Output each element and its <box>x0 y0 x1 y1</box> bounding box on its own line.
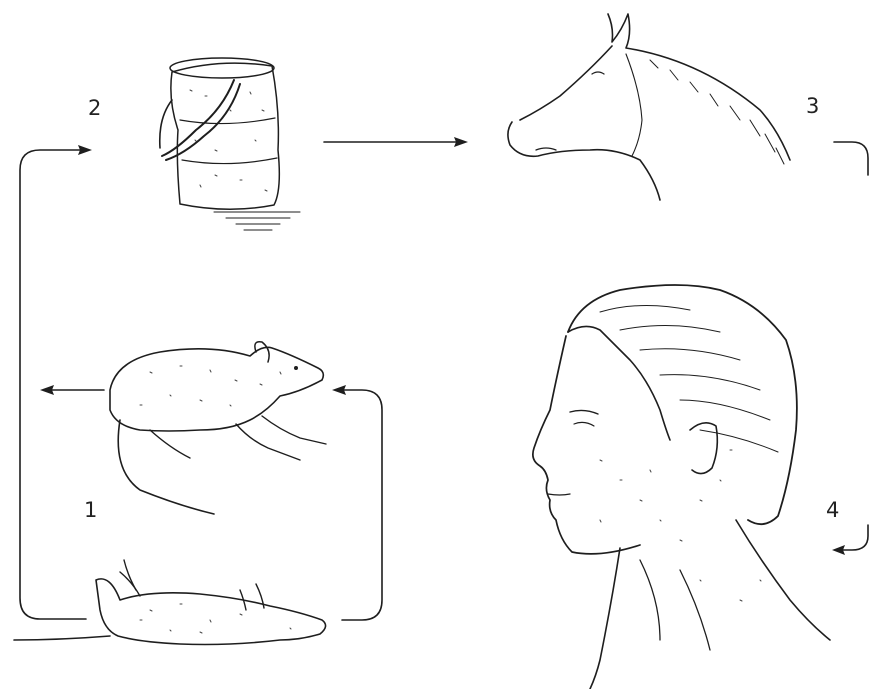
arrowhead-rat-left <box>40 385 54 395</box>
human-head-icon <box>533 285 830 689</box>
arrowhead-to-bucket <box>78 145 92 155</box>
bracket-human <box>836 525 868 550</box>
bracket-dead-to-live-rat <box>338 390 382 620</box>
dead-rat-icon <box>14 560 326 645</box>
bucket-icon <box>160 58 300 230</box>
stage-label-2: 2 <box>88 98 101 119</box>
loop-dead-rat-to-bucket <box>20 150 86 619</box>
arrowhead-to-horse <box>454 137 468 147</box>
stage-label-3: 3 <box>806 96 819 117</box>
horse-head-icon <box>508 14 790 200</box>
stage-label-1: 1 <box>84 500 97 521</box>
bracket-horse <box>834 142 868 175</box>
rat-icon <box>110 342 326 514</box>
arrowhead-to-live-rat <box>332 385 346 395</box>
stage-label-4: 4 <box>826 500 839 521</box>
cycle-connectors <box>20 137 868 620</box>
